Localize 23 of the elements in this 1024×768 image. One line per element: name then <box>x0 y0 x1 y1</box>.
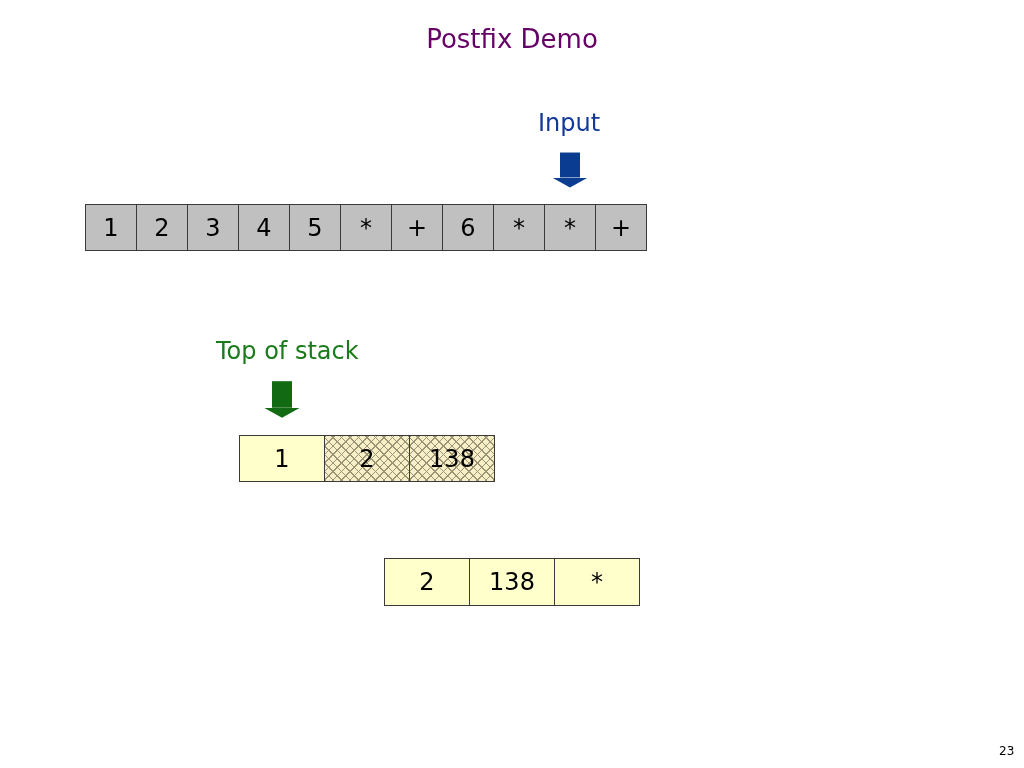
pointer-arrow <box>264 381 300 418</box>
pointer-label: Input <box>538 108 601 138</box>
stack-cell: 138 <box>469 558 555 606</box>
token-cell: * <box>340 204 392 251</box>
pointer-label: Top of stack <box>216 336 359 366</box>
token-cell: + <box>595 204 647 251</box>
pointer-arrow <box>552 152 588 188</box>
token-cell: + <box>391 204 443 251</box>
token-cell: 6 <box>442 204 494 251</box>
hatched-stack-cell: 138 <box>409 435 495 482</box>
stack-cell: 2 <box>384 558 470 606</box>
token-cell: 5 <box>289 204 341 251</box>
token-cell: 2 <box>136 204 188 251</box>
token-cell: * <box>493 204 545 251</box>
stack-cell: * <box>554 558 640 606</box>
token-cell: 1 <box>85 204 137 251</box>
stack-cell: 1 <box>239 435 325 482</box>
slide-title: Postfix Demo <box>426 23 598 56</box>
hatched-stack-cell: 2 <box>324 435 410 482</box>
token-cell: 3 <box>187 204 239 251</box>
token-cell: 4 <box>238 204 290 251</box>
token-cell: * <box>544 204 596 251</box>
page-number: 23 <box>999 745 1015 757</box>
